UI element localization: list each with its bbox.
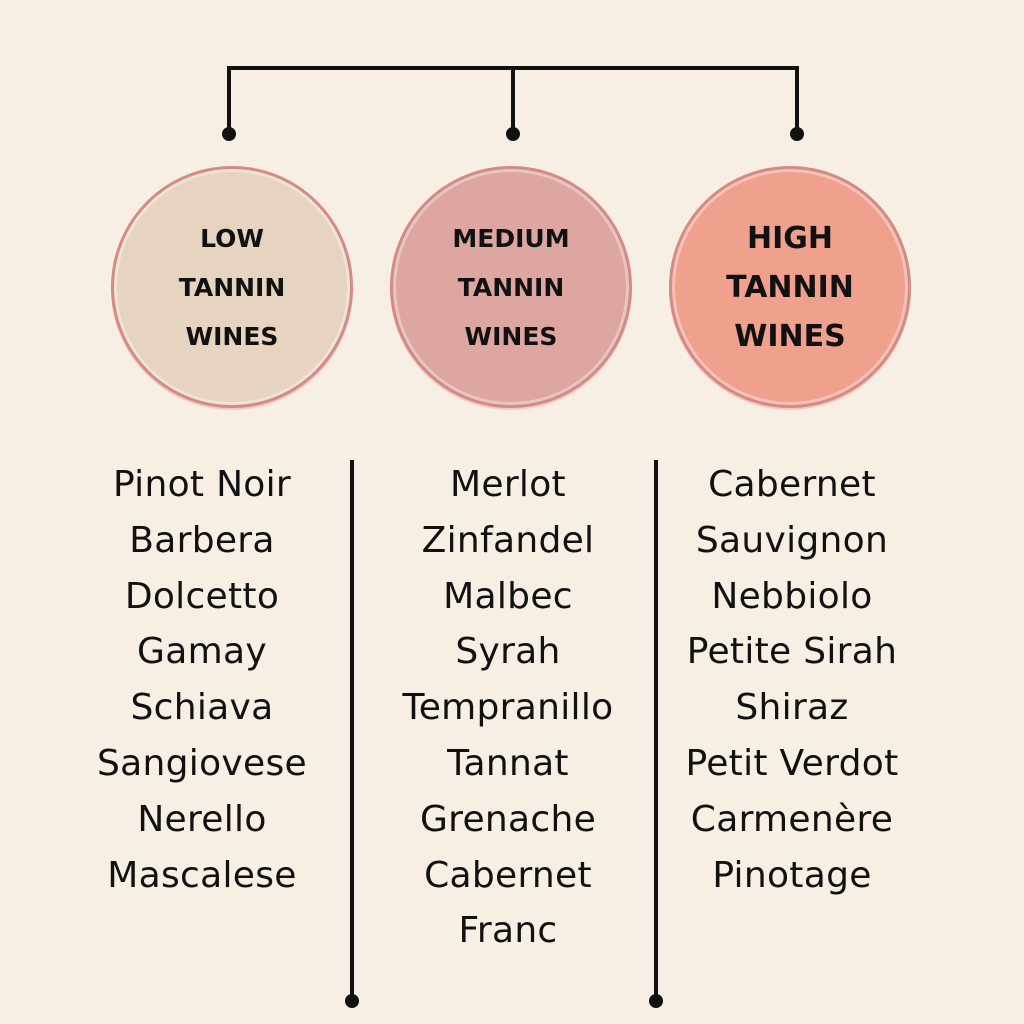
low-tannin-label-line: LOW <box>200 223 264 253</box>
wine-list-item: Nebbiolo <box>711 575 873 617</box>
high-tannin-wine-list: Cabernet Sauvignon Nebbiolo Petite Sirah… <box>642 457 942 903</box>
wine-list-item: Gamay <box>137 631 267 673</box>
wine-list-item: Schiava <box>130 687 274 729</box>
wine-list-item: Barbera <box>129 519 275 561</box>
medium-tannin-circle: MEDIUM TANNIN WINES <box>390 166 632 408</box>
connector-dot-medium <box>506 127 520 141</box>
wine-list-item: Grenache <box>419 798 597 840</box>
wine-list-item: Syrah <box>455 631 561 673</box>
wine-list-item: Petit Verdot <box>685 742 899 784</box>
wine-list-item: Franc <box>458 910 558 952</box>
wine-list-item: Tempranillo <box>402 687 614 729</box>
wine-list-item: Malbec <box>443 575 573 617</box>
connector-stem-medium <box>511 66 515 134</box>
column-divider-right-dot <box>649 994 663 1008</box>
wine-list-item: Cabernet <box>424 854 592 896</box>
high-tannin-label-line: TANNIN <box>726 269 854 305</box>
low-tannin-wine-list: Pinot Noir Barbera Dolcetto Gamay Schiav… <box>52 457 352 903</box>
wine-list-item: Pinotage <box>712 854 872 896</box>
wine-list-item: Mascalese <box>107 854 297 896</box>
wine-list-item: Zinfandel <box>421 519 595 561</box>
wine-list-item: Cabernet <box>708 464 876 505</box>
medium-tannin-label-line: TANNIN <box>457 272 565 302</box>
low-tannin-label-line: TANNIN <box>178 272 286 302</box>
wine-list-item: Tannat <box>447 742 569 784</box>
high-tannin-label-line: HIGH <box>746 220 833 256</box>
connector-dot-low <box>222 127 236 141</box>
wine-list-item: Petite Sirah <box>686 631 898 673</box>
low-tannin-label-line: WINES <box>185 321 279 351</box>
wine-list-item: Dolcetto <box>124 575 280 617</box>
wine-list-item: Merlot <box>450 464 566 505</box>
connector-dot-high <box>790 127 804 141</box>
medium-tannin-label-line: WINES <box>464 321 558 351</box>
wine-list-item: Pinot Noir <box>112 464 292 505</box>
wine-list-item: Sangiovese <box>97 742 307 784</box>
wine-list-item: Carmenère <box>690 798 894 840</box>
medium-tannin-wine-list: Merlot Zinfandel Malbec Syrah Tempranill… <box>358 457 658 959</box>
wine-list-item: Shiraz <box>735 687 849 729</box>
column-divider-left-dot <box>345 994 359 1008</box>
high-tannin-label-line: WINES <box>734 318 846 354</box>
low-tannin-circle: LOW TANNIN WINES <box>111 166 353 408</box>
connector-stem-high <box>795 66 799 134</box>
medium-tannin-label-line: MEDIUM <box>452 223 570 253</box>
column-divider-right <box>654 460 658 1000</box>
wine-list-item: Nerello <box>137 798 267 840</box>
connector-stem-low <box>227 66 231 134</box>
high-tannin-circle: HIGH TANNIN WINES <box>669 166 911 408</box>
column-divider-left <box>350 460 354 1000</box>
wine-list-item: Sauvignon <box>695 519 889 561</box>
